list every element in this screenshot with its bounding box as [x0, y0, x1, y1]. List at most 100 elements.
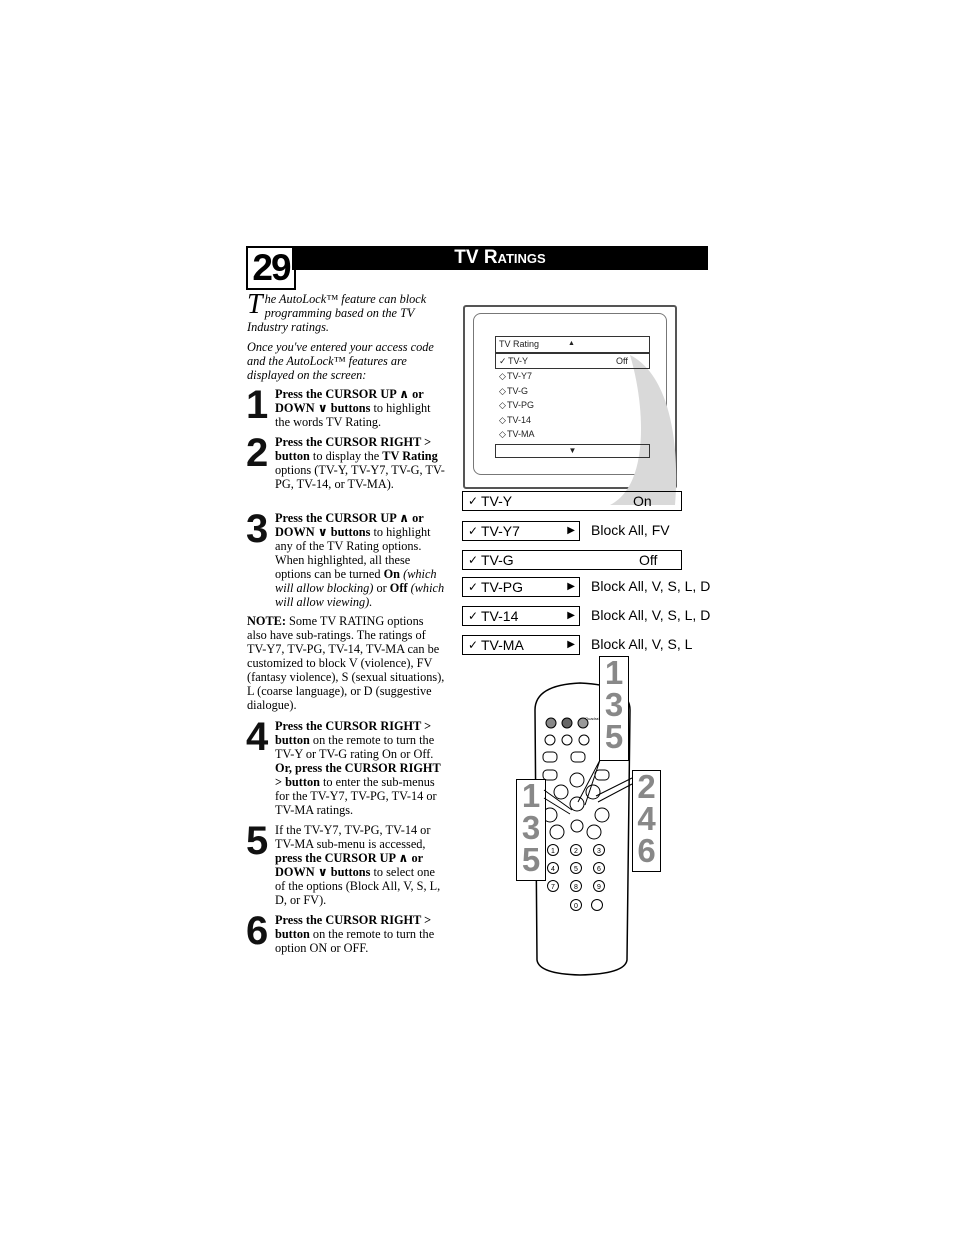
rating-label: TV-Y7 — [481, 523, 520, 539]
badge-digit: 5 — [521, 841, 541, 878]
osd-item-label: TV-14 — [507, 414, 532, 425]
osd-item-label: TV-PG — [507, 400, 535, 410]
note-text: Some TV RATING options also have sub-rat… — [247, 614, 445, 712]
osd-title-row: TV Rating ▲ — [495, 336, 650, 353]
digit-button[interactable] — [547, 862, 559, 874]
badge-digit: 1 — [521, 777, 541, 814]
step-number: 6 — [246, 909, 269, 953]
osd-item-label: TV-MA — [507, 429, 535, 439]
digit-button[interactable] — [570, 844, 582, 856]
badge-digit: 6 — [637, 832, 656, 869]
step-text: Press the CURSOR RIGHT > button on the r… — [275, 913, 435, 955]
digit-label: 0 — [574, 903, 578, 910]
note-paragraph: NOTE: Some TV RATING options also have s… — [247, 614, 445, 712]
diamond-icon: ◇ — [499, 429, 506, 439]
up-arrow-icon: ▲ — [568, 340, 575, 347]
badge-digit: 3 — [521, 809, 541, 846]
step-text: Press the CURSOR UP ∧ or DOWN ∨ buttons … — [275, 511, 445, 609]
rating-label: TV-MA — [481, 637, 524, 653]
digit-label: 1 — [551, 848, 555, 855]
digit-button[interactable] — [547, 844, 559, 856]
right-arrow-icon: ▶ — [567, 581, 575, 592]
rating-label: TV-14 — [481, 608, 519, 624]
pointer-lines — [543, 759, 633, 815]
drop-cap: T — [247, 289, 263, 320]
digit-label: 4 — [551, 866, 555, 873]
digit-label: 2 — [574, 848, 578, 855]
right-arrow-icon: ▶ — [567, 525, 575, 536]
rating-box[interactable]: ✓TV-PG ▶ — [462, 577, 580, 597]
digit-button[interactable] — [593, 862, 605, 874]
digit-button[interactable] — [570, 862, 582, 874]
rating-box[interactable]: ✓TV-Y7 ▶ — [462, 521, 580, 541]
digit-button[interactable] — [570, 899, 582, 911]
osd-item-label: TV-G — [507, 385, 529, 396]
rating-box[interactable]: ✓TV-Y On — [462, 491, 682, 511]
osd-item[interactable]: ◇TV-Y7 — [495, 369, 650, 384]
digit-label: 6 — [597, 866, 601, 873]
check-icon: ✓ — [468, 553, 479, 567]
badge-digit: 4 — [637, 800, 656, 837]
digit-button[interactable] — [570, 880, 582, 892]
step-number: 2 — [246, 431, 269, 475]
digit-label: 7 — [551, 884, 555, 891]
rating-box[interactable]: ✓TV-14 ▶ — [462, 606, 580, 626]
rating-label: TV-PG — [481, 579, 524, 595]
badge-digit: 5 — [604, 718, 624, 755]
digit-button[interactable] — [593, 844, 605, 856]
check-icon: ✓ — [468, 580, 479, 594]
right-arrow-icon: ▶ — [567, 639, 575, 650]
remote-badge-top: 1 3 5 — [599, 656, 629, 761]
check-icon: ✓ — [468, 638, 479, 652]
check-icon: ✓ — [468, 494, 479, 508]
rating-value: On — [633, 493, 652, 509]
rating-options: Block All, FV — [591, 522, 670, 538]
osd-item[interactable]: ◇TV-MA — [495, 427, 650, 442]
diamond-icon: ◇ — [499, 400, 506, 410]
rating-options: Block All, V, S, L — [591, 636, 693, 652]
intro-paragraph-2: Once you've entered your access code and… — [247, 340, 434, 382]
rating-options: Block All, V, S, L, D — [591, 607, 711, 623]
rating-options: Block All, V, S, L, D — [591, 578, 711, 594]
remote-badge-left: 1 3 5 — [516, 779, 546, 881]
remote-brand-label: QuadraSurf — [585, 716, 607, 721]
badge-digit: 1 — [604, 654, 624, 691]
digit-label: 3 — [597, 848, 601, 855]
check-icon: ✓ — [499, 355, 507, 366]
osd-bottom-row: ▼ — [495, 443, 650, 458]
digit-label: 9 — [597, 884, 601, 891]
digit-button[interactable] — [547, 880, 559, 892]
page-number: 29 — [246, 246, 296, 290]
rating-value: Off — [639, 552, 658, 568]
tv-screen-inner — [473, 313, 667, 475]
rating-box[interactable]: ✓TV-G Off — [462, 550, 682, 570]
osd-item-label: TV-Y7 — [507, 371, 533, 381]
osd-item[interactable]: ◇TV-PG — [495, 398, 650, 413]
digit-button[interactable] — [593, 880, 605, 892]
osd-selected-value: Off — [616, 355, 628, 366]
osd-item[interactable]: ◇TV-14 — [495, 413, 650, 428]
onscreen-menu: TV Rating ▲ ✓ TV-Y Off ◇TV-Y7◇TV-G◇TV-PG… — [495, 336, 650, 458]
rating-box[interactable]: ✓TV-MA ▶ — [462, 635, 580, 655]
osd-selected-label: TV-Y — [508, 355, 529, 366]
check-icon: ✓ — [468, 524, 479, 538]
osd-selected-row[interactable]: ✓ TV-Y Off — [495, 352, 650, 369]
intro-text-1: he AutoLock™ feature can block programmi… — [247, 292, 427, 334]
check-icon: ✓ — [468, 609, 479, 623]
step-number: 3 — [246, 507, 269, 551]
step-text: Press the CURSOR RIGHT > button on the r… — [275, 719, 441, 817]
diamond-icon: ◇ — [499, 371, 506, 381]
right-arrow-icon: ▶ — [567, 610, 575, 621]
step-text: If the TV-Y7, TV-PG, TV-14 or TV-MA sub-… — [275, 823, 441, 907]
digit-label: 5 — [574, 866, 578, 873]
note-label: NOTE: — [247, 614, 286, 628]
step-text: Press the CURSOR RIGHT > button to displ… — [275, 435, 445, 491]
badge-digit: 3 — [604, 686, 624, 723]
step-text: Press the CURSOR UP ∧ or DOWN ∨ buttons … — [275, 387, 431, 429]
step-number: 5 — [246, 819, 269, 863]
rating-label: TV-G — [481, 552, 514, 568]
step-number: 1 — [246, 383, 269, 427]
osd-item[interactable]: ◇TV-G — [495, 384, 650, 399]
rating-label: TV-Y — [481, 493, 513, 509]
